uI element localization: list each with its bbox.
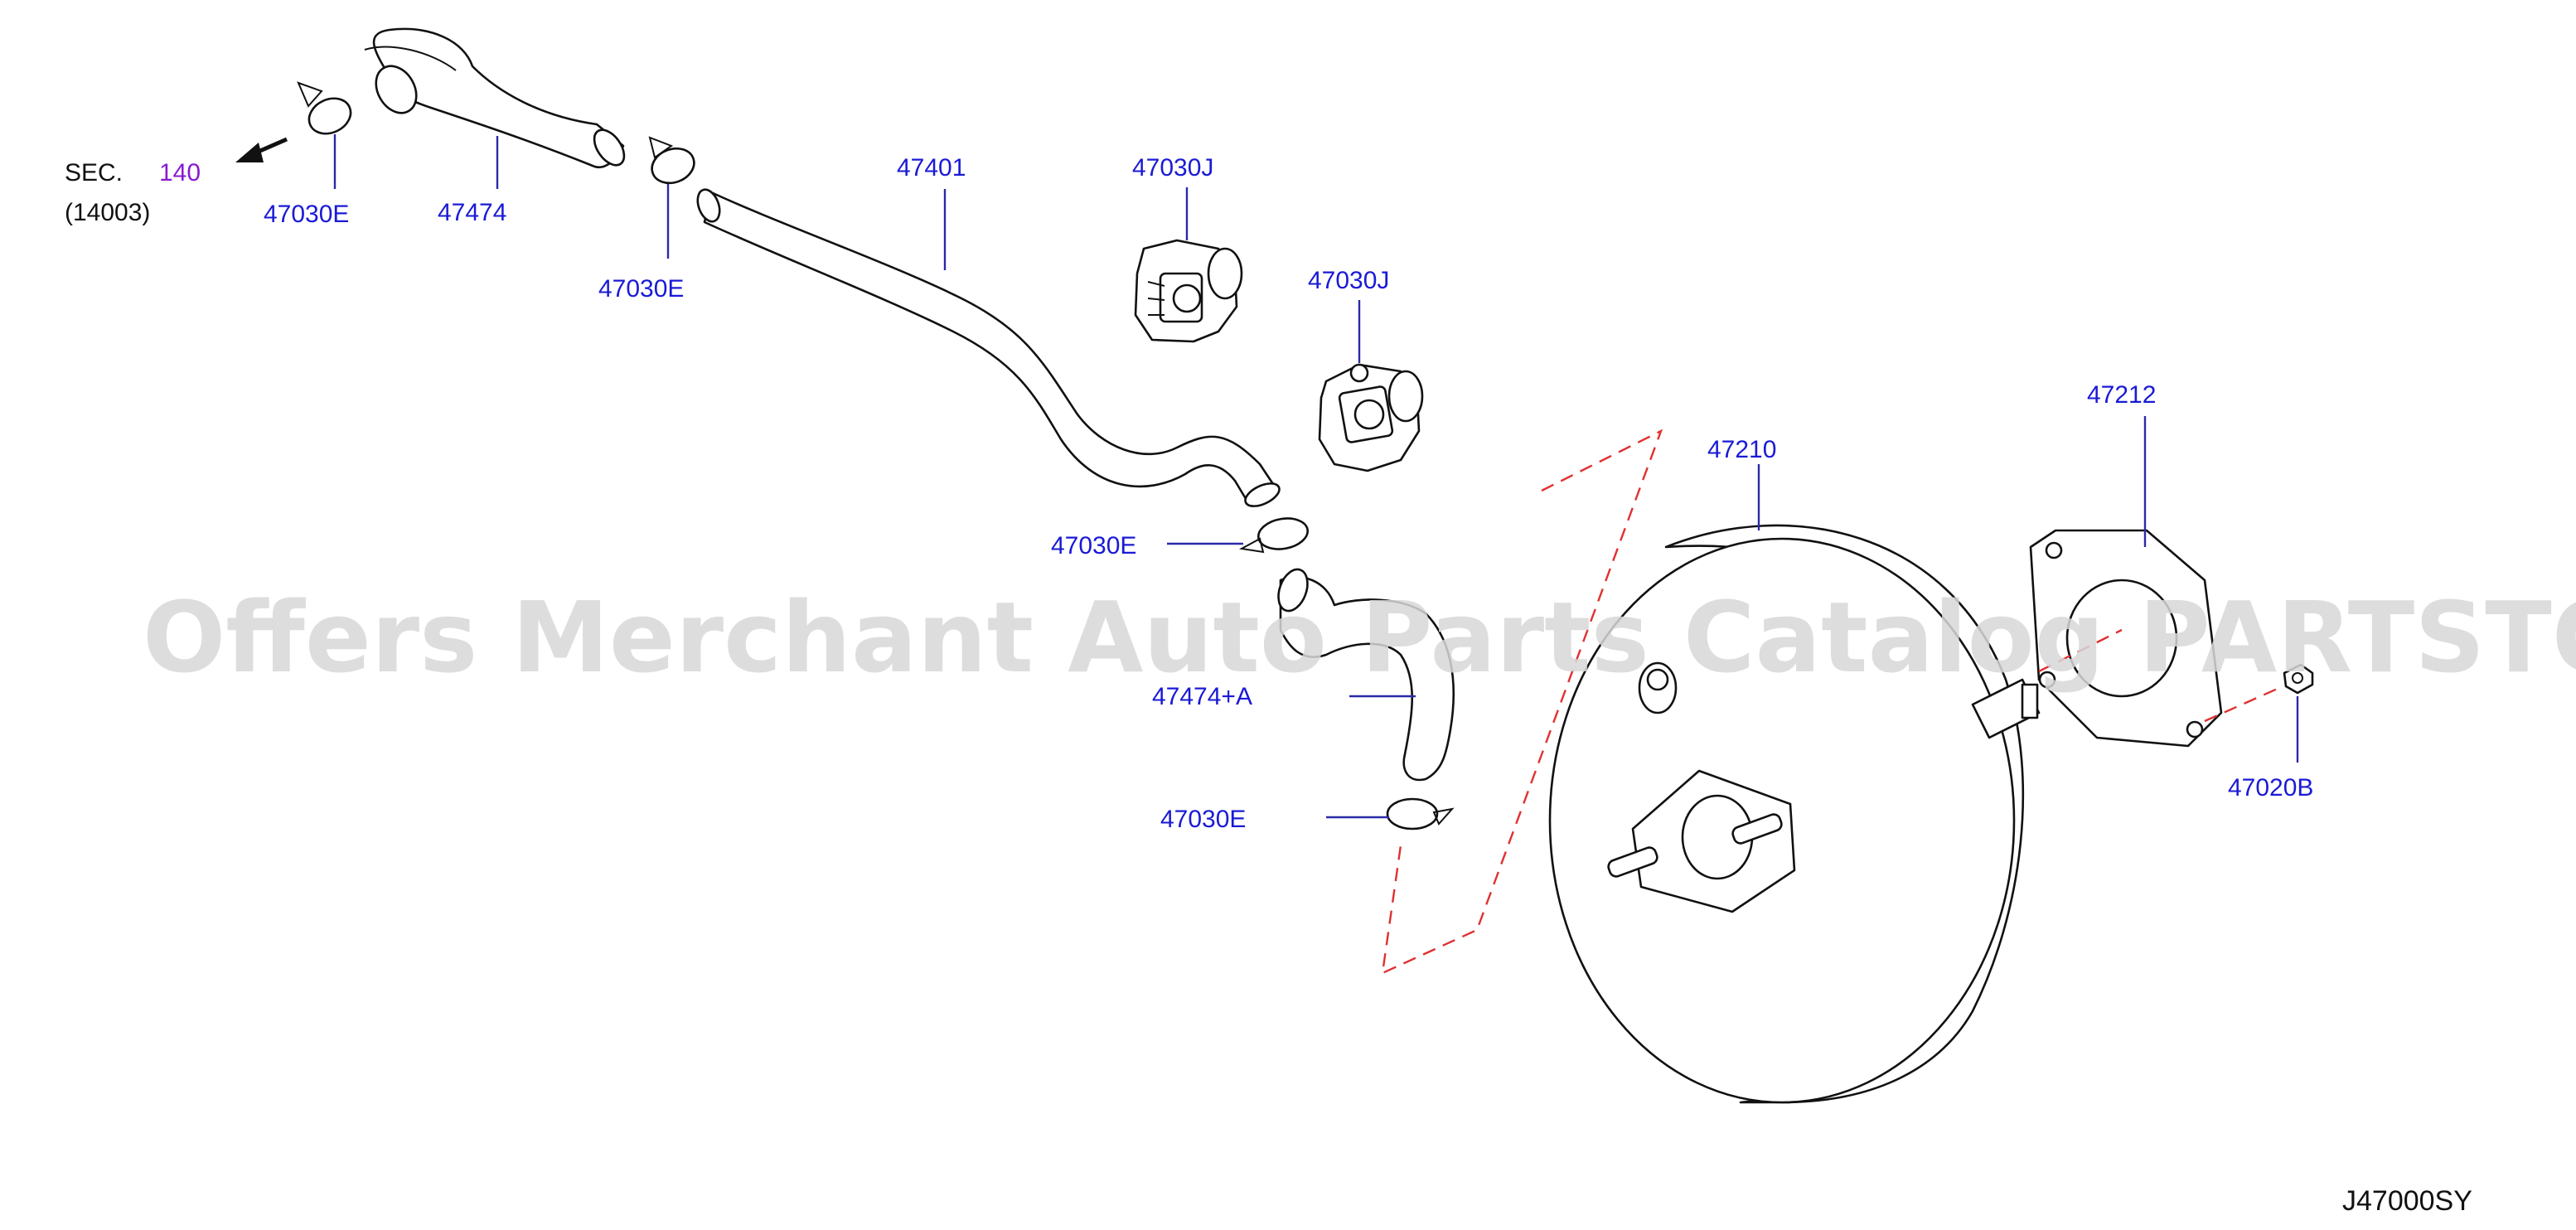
- hose-47474a-lower[interactable]: [1273, 565, 1455, 782]
- gasket-47212[interactable]: [2029, 529, 2223, 748]
- clamp-47030e-1[interactable]: [297, 81, 356, 140]
- tube-47401[interactable]: [694, 186, 1283, 511]
- clamp-47030e-3[interactable]: [1238, 515, 1310, 554]
- section-ref-number[interactable]: 140: [159, 159, 201, 186]
- label-47474a[interactable]: 47474+A: [1152, 683, 1252, 710]
- hose-47474-upper[interactable]: [364, 27, 630, 171]
- check-valve-47030j-1[interactable]: [1134, 239, 1243, 343]
- label-47401[interactable]: 47401: [897, 154, 966, 182]
- brake-booster-47210[interactable]: [1548, 524, 2041, 1104]
- check-valve-47030j-2[interactable]: [1318, 363, 1424, 472]
- label-47474[interactable]: 47474: [438, 199, 506, 226]
- arrowhead: [235, 143, 264, 162]
- clamp-47030e-4[interactable]: [1386, 797, 1455, 830]
- label-47030e-4[interactable]: 47030E: [1160, 806, 1246, 833]
- section-outline-dashed: [1381, 429, 1663, 976]
- nut-47020b[interactable]: [2283, 663, 2314, 695]
- alignment-dashed: [2038, 628, 2280, 723]
- section-ref-sub: (14003): [65, 199, 150, 226]
- section-ref-prefix: SEC.: [65, 159, 123, 186]
- label-47030j-2[interactable]: 47030J: [1308, 267, 1389, 294]
- label-47020b[interactable]: 47020B: [2228, 774, 2313, 801]
- label-47030j-1[interactable]: 47030J: [1132, 154, 1213, 182]
- diagram-code: J47000SY: [2342, 1185, 2472, 1217]
- label-47030e-1[interactable]: 47030E: [264, 201, 349, 228]
- label-47210[interactable]: 47210: [1707, 436, 1776, 463]
- label-47212[interactable]: 47212: [2087, 381, 2156, 409]
- clamp-47030e-2[interactable]: [647, 136, 700, 189]
- label-47030e-2[interactable]: 47030E: [598, 275, 684, 303]
- watermark-text: Offers Merchant Auto Parts Catalog PARTS…: [143, 580, 2576, 695]
- label-47030e-3[interactable]: 47030E: [1051, 532, 1136, 559]
